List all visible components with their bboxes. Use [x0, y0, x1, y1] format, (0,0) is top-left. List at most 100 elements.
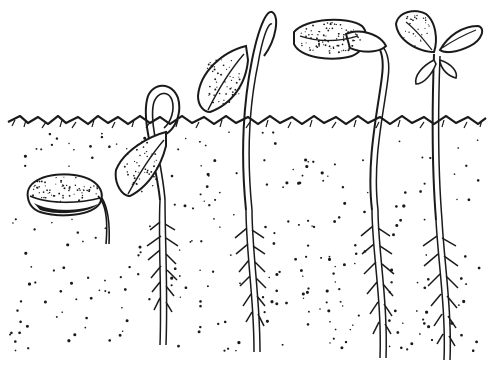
- speckle: [270, 300, 273, 303]
- speckle: [316, 37, 318, 39]
- speckle: [272, 131, 274, 133]
- speckle: [212, 66, 213, 67]
- speckle: [313, 226, 315, 228]
- speckle: [307, 161, 309, 163]
- speckle: [146, 151, 147, 152]
- speckle: [64, 187, 66, 189]
- speckle: [421, 34, 422, 35]
- speckle: [294, 258, 297, 261]
- speckle: [396, 331, 399, 334]
- speckle: [200, 193, 202, 195]
- speckle: [462, 300, 465, 303]
- speckle: [343, 37, 344, 38]
- speckle: [34, 186, 35, 187]
- speckle: [338, 216, 341, 219]
- speckle: [332, 28, 334, 30]
- speckle: [343, 202, 346, 205]
- speckle: [406, 18, 408, 20]
- speckle: [206, 185, 209, 188]
- speckle: [338, 33, 340, 35]
- speckle: [332, 272, 334, 274]
- speckle: [150, 155, 152, 157]
- speckle: [423, 322, 426, 325]
- speckle: [310, 37, 312, 39]
- speckle: [300, 269, 303, 272]
- speckle: [126, 319, 129, 322]
- speckle: [351, 31, 353, 33]
- speckle: [322, 180, 324, 182]
- speckle: [402, 323, 403, 324]
- speckle: [219, 192, 221, 194]
- speckle: [330, 23, 331, 24]
- speckle: [199, 141, 201, 143]
- speckle: [134, 161, 135, 162]
- speckle: [282, 186, 284, 188]
- speckle: [60, 181, 62, 183]
- speckle: [389, 346, 391, 348]
- speckle: [475, 341, 478, 344]
- speckle: [223, 100, 224, 101]
- speckle: [147, 170, 149, 172]
- speckle: [354, 40, 355, 41]
- speckle: [60, 201, 61, 202]
- speckle: [275, 290, 278, 293]
- speckle: [218, 101, 219, 102]
- speckle: [34, 185, 35, 186]
- speckle: [419, 333, 421, 335]
- speckle: [16, 309, 18, 311]
- speckle: [285, 302, 288, 305]
- speckle: [81, 192, 82, 193]
- speckle: [402, 204, 405, 207]
- speckle: [285, 181, 288, 184]
- speckle: [306, 42, 307, 43]
- speckle: [318, 40, 320, 42]
- speckle: [355, 253, 358, 256]
- speckle: [63, 177, 64, 178]
- speckle: [408, 32, 409, 33]
- speckle: [318, 43, 320, 45]
- speckle: [66, 243, 69, 246]
- speckle: [420, 40, 421, 41]
- speckle: [143, 146, 145, 148]
- speckle: [46, 189, 48, 191]
- speckle: [338, 35, 339, 36]
- speckle: [390, 281, 392, 283]
- speckle: [77, 231, 79, 233]
- speckle: [235, 94, 236, 95]
- speckle: [73, 149, 75, 151]
- speckle: [67, 339, 70, 342]
- speckle: [137, 254, 139, 256]
- speckle: [320, 257, 322, 259]
- speckle: [275, 273, 278, 276]
- speckle: [99, 289, 101, 291]
- speckle: [132, 183, 133, 184]
- speckle: [212, 102, 214, 104]
- speckle: [407, 16, 409, 18]
- speckle: [340, 24, 342, 26]
- speckle: [223, 350, 225, 352]
- speckle: [307, 287, 309, 289]
- speckle: [138, 165, 140, 167]
- speckle: [185, 138, 187, 140]
- speckle: [323, 44, 324, 45]
- speckle: [342, 186, 344, 188]
- speckle: [325, 40, 326, 41]
- speckle: [310, 49, 311, 50]
- speckle: [302, 175, 304, 177]
- speckle: [322, 41, 323, 42]
- speckle: [208, 204, 210, 206]
- speckle: [356, 34, 358, 36]
- speckle: [73, 333, 76, 336]
- speckle: [126, 148, 127, 149]
- speckle: [33, 189, 34, 190]
- speckle: [275, 302, 278, 305]
- speckle: [329, 321, 331, 323]
- speckle: [343, 50, 344, 51]
- speckle: [213, 159, 216, 162]
- speckle: [323, 23, 325, 25]
- speckle: [327, 175, 328, 176]
- speckle: [53, 195, 55, 197]
- speckle: [84, 186, 85, 187]
- speckle: [34, 281, 36, 283]
- speckle: [24, 155, 27, 158]
